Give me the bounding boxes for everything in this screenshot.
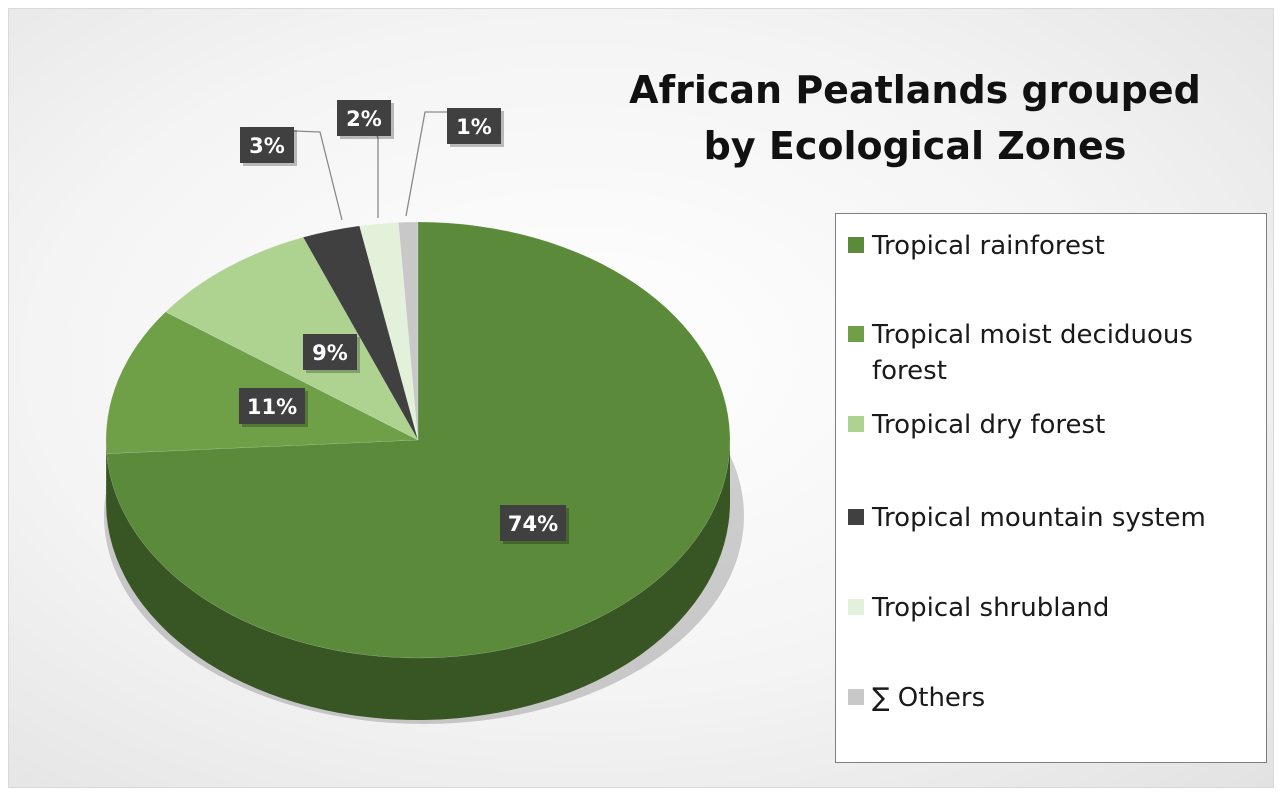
data-label-box <box>240 127 294 163</box>
pie-slice-0 <box>106 221 731 659</box>
data-label-5: 1% <box>447 108 504 147</box>
legend-swatch <box>848 509 864 525</box>
pie-slice-1 <box>105 311 419 454</box>
legend-label: Tropical rainforest <box>872 231 1105 261</box>
pie-slice-4 <box>359 222 419 441</box>
data-label-3: 3% <box>240 127 297 166</box>
data-label-4: 2% <box>337 100 394 139</box>
data-label-text: 74% <box>508 512 558 536</box>
pie-slices <box>104 221 744 724</box>
legend-swatch <box>848 237 864 253</box>
legend-swatch <box>848 416 864 432</box>
data-label-0: 74% <box>500 505 569 544</box>
leader-line-3 <box>293 130 343 221</box>
data-label-text: 2% <box>346 107 382 131</box>
pie-side-1 <box>106 440 107 516</box>
legend-item-tropical-moist-deciduous-forest: Tropical moist deciduous forest <box>848 317 1258 389</box>
legend-label: ∑ Others <box>872 683 986 713</box>
leader-line-5 <box>405 111 447 217</box>
chart-title: African Peatlands grouped by Ecological … <box>629 68 1201 168</box>
data-label-text: 11% <box>247 395 297 419</box>
pie-side-0 <box>106 440 730 720</box>
data-label-text: 9% <box>312 341 348 365</box>
data-label-box <box>447 108 501 144</box>
data-label-box <box>303 334 357 370</box>
data-label-2: 9% <box>303 334 360 373</box>
legend-swatch <box>848 326 864 342</box>
legend-swatch <box>848 599 864 615</box>
data-labels: 74% 11% 9% 3% 2% 1% <box>239 100 569 544</box>
data-label-box <box>239 388 305 424</box>
legend-item-tropical-shrubland: Tropical shrubland <box>848 590 1258 626</box>
data-label-1: 11% <box>239 388 308 427</box>
pie-slice-2 <box>165 237 419 441</box>
legend-label: Tropical shrubland <box>872 593 1110 623</box>
legend-item-tropical-rainforest: Tropical rainforest <box>848 228 1258 264</box>
legend-item-tropical-dry-forest: Tropical dry forest <box>848 407 1258 443</box>
legend: Tropical rainforest Tropical moist decid… <box>835 213 1267 763</box>
pie-slice-3 <box>302 225 419 441</box>
legend-swatch <box>848 689 864 705</box>
data-label-text: 1% <box>456 115 492 139</box>
legend-label: Tropical moist deciduous forest <box>872 320 1193 386</box>
legend-item-others: ∑ Others <box>848 680 1258 716</box>
data-label-box <box>337 100 391 136</box>
data-label-text: 3% <box>249 134 285 158</box>
legend-label: Tropical mountain system <box>872 503 1206 533</box>
legend-label: Tropical dry forest <box>872 410 1106 440</box>
legend-item-tropical-mountain-system: Tropical mountain system <box>848 500 1258 536</box>
data-label-box <box>500 505 566 541</box>
pie-slice-5 <box>398 221 419 441</box>
